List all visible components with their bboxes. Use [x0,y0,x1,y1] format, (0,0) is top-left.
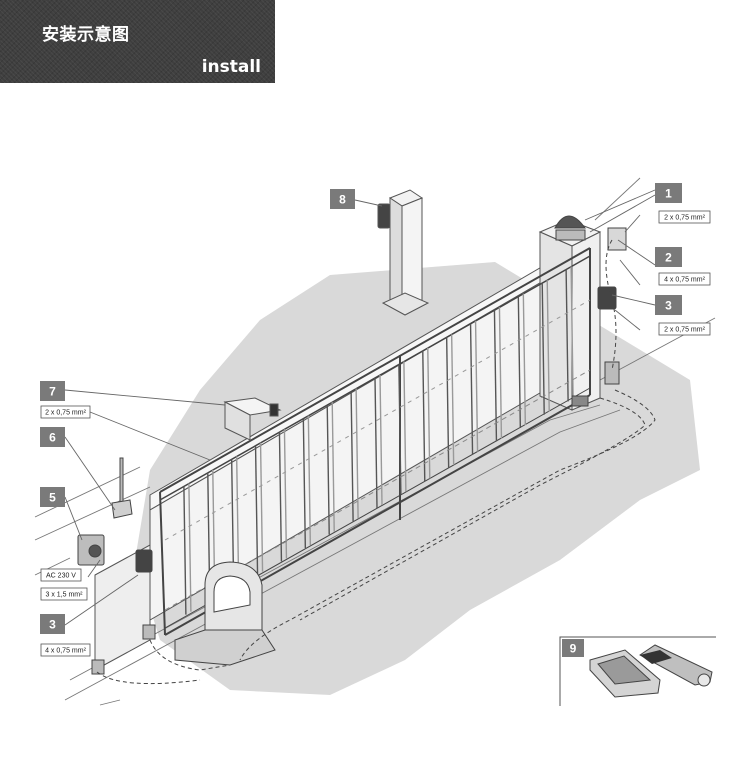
cable-label-7: 2 x 0,75 mm² [45,410,87,417]
gate-bar-shade [570,266,574,399]
gate-bar [374,377,378,509]
gate-bar-shade [283,429,288,559]
gate-bar-shade [427,347,431,479]
gate-bar-shade [355,388,359,519]
gate-bar-shade [498,307,503,439]
callout-tag-2 [655,247,682,267]
gate-bar-shade [546,280,550,412]
cable-label-power: 3 x 1,5 mm² [46,592,84,599]
callout-number-3: 3 [665,299,672,313]
callout-tag-7 [40,381,65,401]
callout-number-3b: 3 [49,618,56,632]
cable-label-2: 4 x 0,75 mm² [664,277,706,284]
callout-tag-9 [562,639,584,657]
gate-bar-shade [379,374,383,506]
gate-bar-shade [522,293,527,426]
callout-tag-8 [330,189,355,209]
callout-tag-3 [655,295,682,315]
header-subtitle: install [201,57,261,77]
gate-motor [174,561,276,666]
callout-number-6: 6 [49,431,56,445]
callout-number-8: 8 [339,193,346,207]
callout-number-7: 7 [49,385,56,399]
gate-bar-shade [307,415,312,546]
right-devices [554,215,627,407]
callout-tag-3b [40,614,65,634]
callout-number-1: 1 [665,187,672,201]
gate-bar [350,391,354,522]
gate-bar-shade [331,402,335,532]
gate-bar [565,269,569,402]
cable-routes [96,239,656,685]
gate-bar-shade [259,442,264,572]
gate-bar [422,350,426,482]
gate-bar-shade [403,361,407,492]
callout-number-2: 2 [665,251,672,265]
callout-number-9: 9 [570,642,577,656]
gate-bar-shade [188,483,192,612]
photocell-post [377,189,430,316]
callout-number-5: 5 [49,491,56,505]
callout-tags [40,183,682,657]
gate-bar [398,364,402,495]
inset-box [559,636,716,706]
header-banner: 安装示意图 install [0,0,275,83]
cable-label-1: 2 x 0,75 mm² [664,215,706,222]
gate-bar [183,486,187,615]
gate-bar [493,310,498,442]
cable-label-boxes [40,210,711,657]
cable-label-3: 2 x 0,75 mm² [664,327,706,334]
gate-bar [278,432,283,562]
gate-bar [517,296,522,429]
callout-tag-5 [40,487,65,507]
cable-label-3b: 4 x 0,75 mm² [45,648,87,655]
gate-bar [445,337,450,469]
callout-tag-6 [40,427,65,447]
callout-leaders [64,189,656,626]
gate-bar [326,405,330,535]
gate-bar-shade [450,334,455,466]
header-title: 安装示意图 [42,25,130,45]
gate-bar [469,323,474,455]
callout-tag-1 [655,183,682,203]
left-devices [77,457,156,675]
gate-bar-shade [474,320,479,452]
gate-bar [254,445,259,575]
left-pillar-top [223,397,282,441]
gate-bar [541,283,545,415]
gate-bar [302,418,307,549]
cable-label-ac: AC 230 V [46,573,76,580]
